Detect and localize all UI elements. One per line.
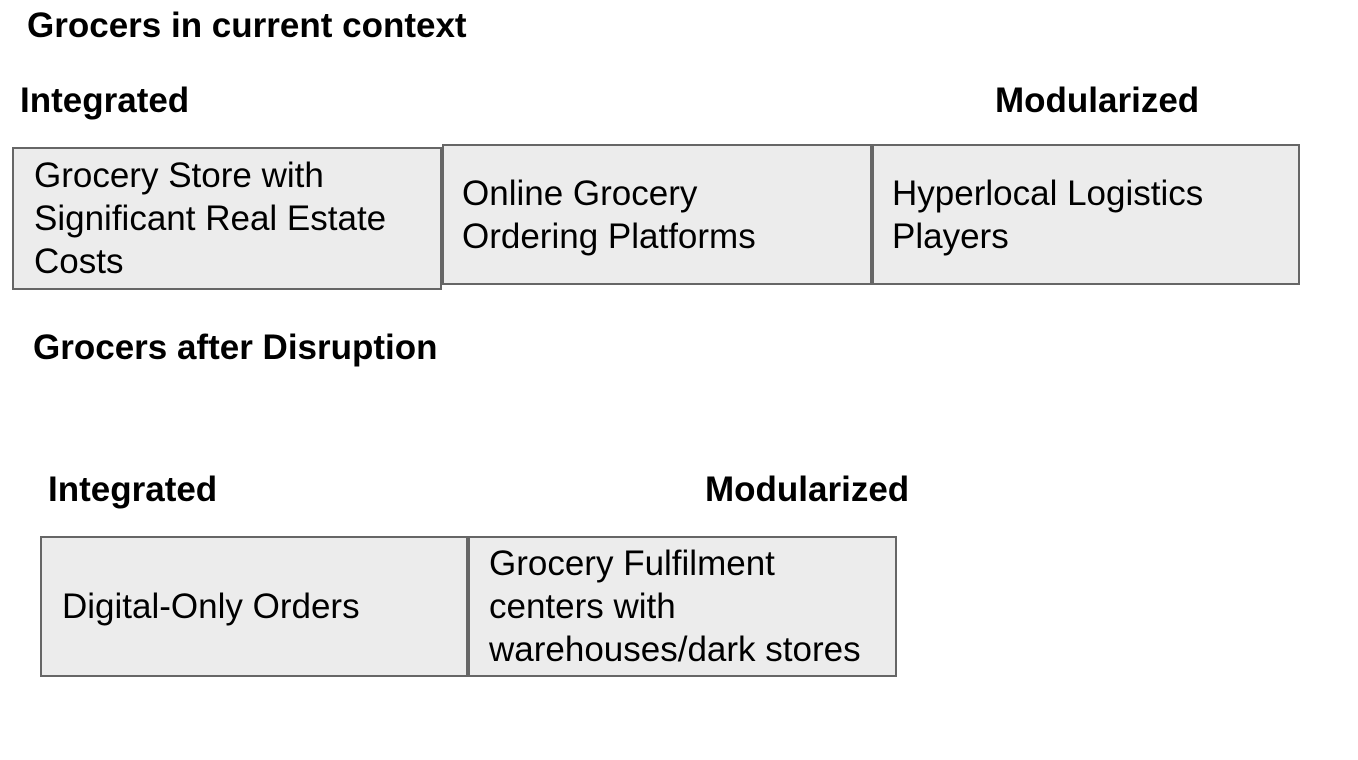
box-online-grocery-ordering-label: Online Grocery Ordering Platforms: [462, 173, 756, 256]
current-context-integrated-label: Integrated: [20, 81, 190, 120]
after-disruption-integrated-label: Integrated: [48, 470, 218, 509]
box-grocery-store-real-estate-label: Grocery Store with Significant Real Esta…: [34, 156, 387, 281]
current-context-modularized-label: Modularized: [995, 81, 1200, 120]
box-digital-only-orders-label: Digital-Only Orders: [62, 587, 360, 626]
box-digital-only-orders: Digital-Only Orders: [40, 536, 468, 677]
after-disruption-title: Grocers after Disruption: [33, 328, 438, 367]
after-disruption-modularized-label: Modularized: [705, 470, 910, 509]
box-online-grocery-ordering: Online Grocery Ordering Platforms: [442, 144, 872, 285]
current-context-title: Grocers in current context: [27, 6, 467, 45]
box-grocery-store-real-estate: Grocery Store with Significant Real Esta…: [12, 147, 442, 290]
box-grocery-fulfilment-centers-label: Grocery Fulfilment centers with warehous…: [489, 544, 861, 669]
box-hyperlocal-logistics: Hyperlocal Logistics Players: [872, 144, 1300, 285]
box-hyperlocal-logistics-label: Hyperlocal Logistics Players: [892, 173, 1204, 256]
box-grocery-fulfilment-centers: Grocery Fulfilment centers with warehous…: [468, 536, 897, 677]
